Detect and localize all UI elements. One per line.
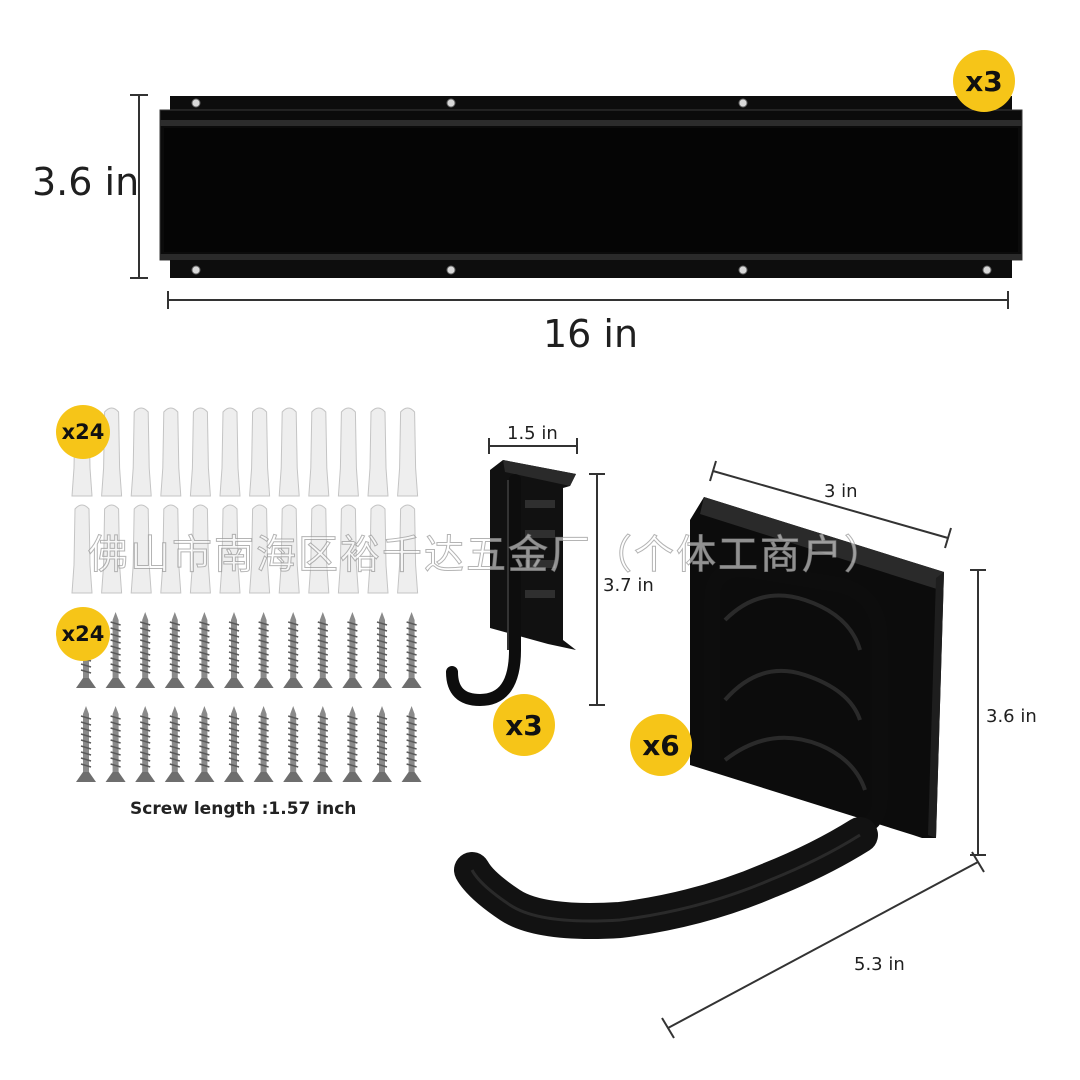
screw: [253, 612, 274, 688]
small-hook-width-label: 1.5 in: [507, 423, 558, 444]
wall-anchor: [189, 407, 211, 497]
large-hook-quantity-badge: x6: [630, 714, 692, 776]
screw: [194, 612, 215, 688]
screw: [372, 706, 392, 782]
wall-anchor: [308, 504, 330, 594]
screw: [253, 706, 274, 782]
wall-anchor: [219, 504, 241, 594]
small-hook-height-label: 3.7 in: [603, 575, 654, 596]
wall-anchor: [160, 504, 182, 594]
wall-anchor: [219, 407, 241, 497]
screw: [135, 706, 156, 782]
wall-anchor: [337, 407, 359, 497]
screw: [105, 612, 126, 688]
wall-anchor: [397, 504, 419, 594]
screw: [401, 706, 422, 782]
wall-anchor: [278, 504, 300, 594]
screw: [312, 706, 333, 782]
screw-length-label: Screw length :1.57 inch: [130, 799, 357, 819]
rail-quantity-badge: x3: [953, 50, 1015, 112]
screw: [76, 706, 96, 782]
wall-anchor: [249, 407, 271, 497]
wall-anchor: [337, 504, 359, 594]
screw: [135, 612, 156, 688]
large-hook-depth-label: 5.3 in: [854, 954, 905, 975]
wall-anchor: [189, 504, 211, 594]
wall-anchor: [367, 504, 389, 594]
rail-height-label: 3.6 in: [32, 160, 140, 204]
screw: [224, 706, 244, 782]
wall-anchor: [249, 504, 271, 594]
wall-anchor: [397, 407, 419, 497]
screw: [372, 612, 392, 688]
screws: [76, 612, 422, 782]
rail-width-label: 16 in: [543, 312, 639, 356]
screw: [164, 706, 185, 782]
wall-anchor: [278, 407, 300, 497]
anchors-quantity-badge: x24: [56, 405, 110, 459]
large-hook-width-label: 3 in: [824, 481, 858, 502]
wall-anchor: [130, 504, 152, 594]
screws-quantity-badge: x24: [56, 607, 110, 661]
wall-anchors: [71, 407, 419, 594]
small-hook-quantity-badge: x3: [493, 694, 555, 756]
screw: [283, 706, 304, 782]
wall-anchor: [71, 504, 93, 594]
screw: [342, 706, 363, 782]
seller-watermark: 佛山市南海区裕千达五金厂（个体工商户）: [88, 532, 886, 579]
wall-anchor: [130, 407, 152, 497]
wall-anchor: [160, 407, 182, 497]
screw: [401, 612, 422, 688]
screw: [164, 612, 185, 688]
wall-anchor: [308, 407, 330, 497]
large-hook-height-label: 3.6 in: [986, 706, 1037, 727]
screw: [342, 612, 363, 688]
screw: [194, 706, 215, 782]
wall-anchor: [101, 504, 123, 594]
screw: [283, 612, 304, 688]
screw: [105, 706, 126, 782]
screw: [224, 612, 244, 688]
wall-anchor: [367, 407, 389, 497]
screw: [312, 612, 333, 688]
